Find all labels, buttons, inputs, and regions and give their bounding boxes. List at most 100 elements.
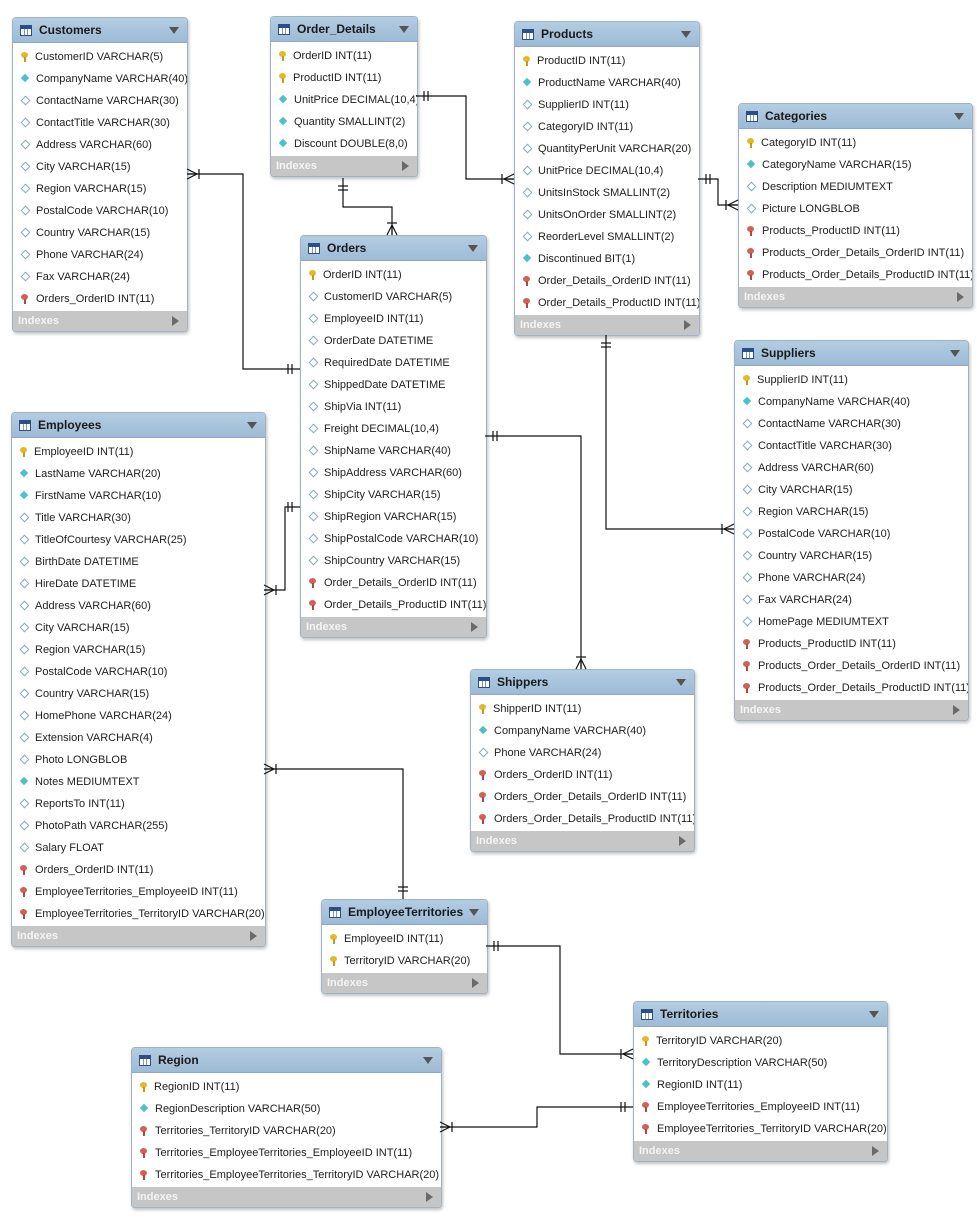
column-row[interactable]: Freight DECIMAL(10,4) [301,418,486,440]
column-row[interactable]: CategoryID INT(11) [739,132,972,154]
column-row[interactable]: Products_Order_Details_OrderID INT(11) [735,655,968,677]
column-row[interactable]: CompanyName VARCHAR(40) [735,391,968,413]
column-row[interactable]: RegionDescription VARCHAR(50) [132,1098,441,1120]
column-row[interactable]: Territories_TerritoryID VARCHAR(20) [132,1120,441,1142]
column-row[interactable]: Address VARCHAR(60) [13,134,187,156]
column-row[interactable]: Orders_Order_Details_ProductID INT(11) [471,808,694,830]
column-row[interactable]: ShipCountry VARCHAR(15) [301,550,486,572]
column-row[interactable]: Title VARCHAR(30) [12,507,265,529]
column-row[interactable]: ShipName VARCHAR(40) [301,440,486,462]
column-row[interactable]: Photo LONGBLOB [12,749,265,771]
column-row[interactable]: RegionID INT(11) [132,1076,441,1098]
chevron-down-icon[interactable] [468,245,478,252]
column-row[interactable]: Country VARCHAR(15) [13,222,187,244]
column-row[interactable]: Region VARCHAR(15) [13,178,187,200]
column-row[interactable]: Salary FLOAT [12,837,265,859]
column-row[interactable]: ReportsTo INT(11) [12,793,265,815]
column-row[interactable]: PostalCode VARCHAR(10) [12,661,265,683]
chevron-right-icon[interactable] [172,316,179,326]
column-row[interactable]: City VARCHAR(15) [735,479,968,501]
column-row[interactable]: ContactTitle VARCHAR(30) [13,112,187,134]
chevron-right-icon[interactable] [872,1146,879,1156]
chevron-right-icon[interactable] [953,705,960,715]
column-row[interactable]: PostalCode VARCHAR(10) [735,523,968,545]
table-header[interactable]: Employees [12,413,265,438]
column-row[interactable]: ShipperID INT(11) [471,698,694,720]
chevron-down-icon[interactable] [950,350,960,357]
column-row[interactable]: UnitPrice DECIMAL(10,4) [515,160,699,182]
column-row[interactable]: Description MEDIUMTEXT [739,176,972,198]
column-row[interactable]: ShipVia INT(11) [301,396,486,418]
column-row[interactable]: TerritoryID VARCHAR(20) [322,950,487,972]
column-row[interactable]: HomePage MEDIUMTEXT [735,611,968,633]
table-header[interactable]: Customers [13,18,187,43]
indexes-bar[interactable]: Indexes [634,1141,887,1161]
column-row[interactable]: SupplierID INT(11) [735,369,968,391]
column-row[interactable]: Orders_OrderID INT(11) [471,764,694,786]
indexes-bar[interactable]: Indexes [322,973,487,993]
table-header[interactable]: Order_Details [271,17,417,42]
column-row[interactable]: Order_Details_OrderID INT(11) [515,270,699,292]
indexes-bar[interactable]: Indexes [132,1187,441,1207]
table-header[interactable]: Suppliers [735,341,968,366]
column-row[interactable]: Extension VARCHAR(4) [12,727,265,749]
chevron-down-icon[interactable] [954,113,964,120]
column-row[interactable]: EmployeeTerritories_EmployeeID INT(11) [634,1096,887,1118]
column-row[interactable]: Territories_EmployeeTerritories_Territor… [132,1164,441,1186]
column-row[interactable]: UnitsInStock SMALLINT(2) [515,182,699,204]
column-row[interactable]: OrderID INT(11) [271,45,417,67]
chevron-right-icon[interactable] [426,1192,433,1202]
column-row[interactable]: Region VARCHAR(15) [735,501,968,523]
column-row[interactable]: LastName VARCHAR(20) [12,463,265,485]
chevron-down-icon[interactable] [869,1011,879,1018]
column-row[interactable]: ShipRegion VARCHAR(15) [301,506,486,528]
column-row[interactable]: Products_ProductID INT(11) [735,633,968,655]
column-row[interactable]: Discount DOUBLE(8,0) [271,133,417,155]
column-row[interactable]: Country VARCHAR(15) [735,545,968,567]
column-row[interactable]: Phone VARCHAR(24) [471,742,694,764]
indexes-bar[interactable]: Indexes [735,700,968,720]
indexes-bar[interactable]: Indexes [515,315,699,335]
column-row[interactable]: UnitPrice DECIMAL(10,4) [271,89,417,111]
column-row[interactable]: EmployeeTerritories_TerritoryID VARCHAR(… [12,903,265,925]
table-header[interactable]: Orders [301,236,486,261]
column-row[interactable]: ReorderLevel SMALLINT(2) [515,226,699,248]
indexes-bar[interactable]: Indexes [13,311,187,331]
column-row[interactable]: EmployeeID INT(11) [322,928,487,950]
column-row[interactable]: Country VARCHAR(15) [12,683,265,705]
column-row[interactable]: CategoryID INT(11) [515,116,699,138]
chevron-down-icon[interactable] [423,1057,433,1064]
chevron-down-icon[interactable] [469,909,479,916]
column-row[interactable]: TerritoryDescription VARCHAR(50) [634,1052,887,1074]
chevron-down-icon[interactable] [676,679,686,686]
table-header[interactable]: Shippers [471,670,694,695]
column-row[interactable]: Products_Order_Details_OrderID INT(11) [739,242,972,264]
column-row[interactable]: EmployeeID INT(11) [301,308,486,330]
indexes-bar[interactable]: Indexes [12,926,265,946]
column-row[interactable]: ProductName VARCHAR(40) [515,72,699,94]
column-row[interactable]: FirstName VARCHAR(10) [12,485,265,507]
indexes-bar[interactable]: Indexes [739,287,972,307]
column-row[interactable]: Orders_Order_Details_OrderID INT(11) [471,786,694,808]
column-row[interactable]: Phone VARCHAR(24) [13,244,187,266]
column-row[interactable]: EmployeeTerritories_EmployeeID INT(11) [12,881,265,903]
column-row[interactable]: HomePhone VARCHAR(24) [12,705,265,727]
column-row[interactable]: CustomerID VARCHAR(5) [13,46,187,68]
indexes-bar[interactable]: Indexes [301,617,486,637]
column-row[interactable]: Order_Details_OrderID INT(11) [301,572,486,594]
column-row[interactable]: ShipPostalCode VARCHAR(10) [301,528,486,550]
column-row[interactable]: Products_Order_Details_ProductID INT(11) [739,264,972,286]
chevron-down-icon[interactable] [399,26,409,33]
column-row[interactable]: EmployeeID INT(11) [12,441,265,463]
column-row[interactable]: TerritoryID VARCHAR(20) [634,1030,887,1052]
column-row[interactable]: ContactTitle VARCHAR(30) [735,435,968,457]
column-row[interactable]: Products_Order_Details_ProductID INT(11) [735,677,968,699]
